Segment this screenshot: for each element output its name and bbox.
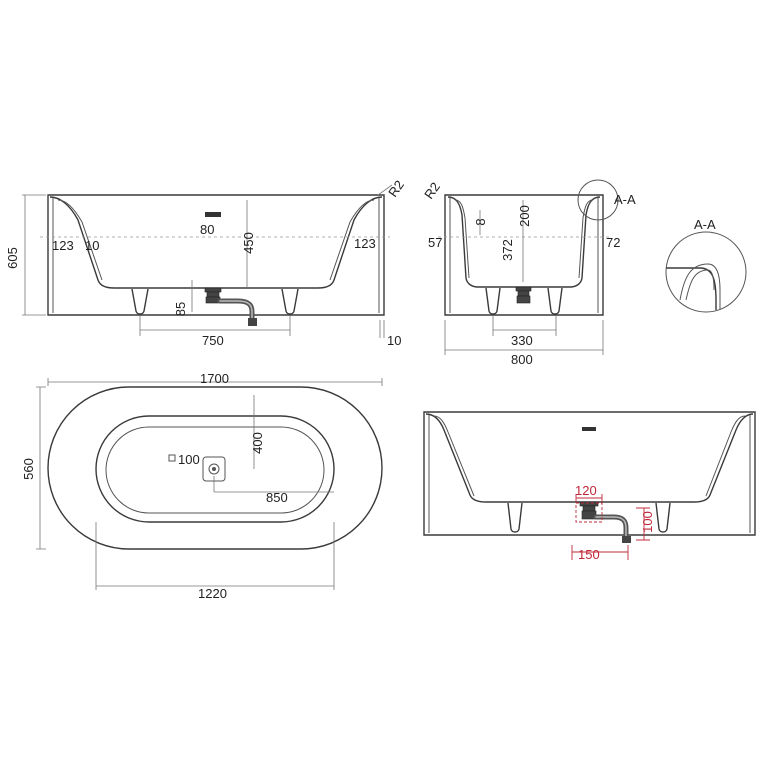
section-drain-icon [579,501,631,543]
section-pipe-width-label: 150 [578,547,600,562]
top-inner-length-label: 1220 [198,586,227,601]
front-height-label: 605 [5,247,20,269]
section-overflow-icon [582,427,596,431]
top-view [36,378,383,590]
top-drain-distance-label: 850 [266,490,288,505]
front-depth-label: 450 [241,232,256,254]
top-width-label: 560 [21,458,36,480]
side-width-label: 800 [511,352,533,367]
section-view [423,411,756,560]
side-radius-label: R2 [421,179,443,201]
front-base-label: 10 [387,333,401,348]
top-drain-size-label: 100 [178,452,200,467]
side-feet-label: 330 [511,333,533,348]
side-top-label: 8 [473,218,488,225]
front-left-offset-label: 123 [52,238,74,253]
side-view [438,179,619,355]
section-drain-width-label: 120 [575,483,597,498]
drain-assembly-icon [204,287,257,326]
side-inner-label: 372 [500,239,515,261]
front-view [22,184,393,338]
side-drain-icon [515,286,532,304]
front-wall-label: 10 [85,238,99,253]
front-radius-label: R2 [385,177,407,199]
front-right-offset-label: 123 [354,236,376,251]
front-width-label: 750 [202,333,224,348]
detail-a-a [665,231,747,313]
side-right-label: 72 [606,235,620,250]
section-pipe-height-label: 100 [640,511,655,533]
front-drain-height-label: 85 [173,302,188,316]
front-overflow-label: 80 [200,222,214,237]
side-depth-label: 200 [517,205,532,227]
overflow-icon [205,212,221,217]
side-left-label: 57 [428,235,442,250]
top-length-label: 1700 [200,371,229,386]
side-section-label: A-A [614,192,636,207]
top-drain-offset-label: 400 [250,432,265,454]
detail-title: A-A [694,217,716,232]
